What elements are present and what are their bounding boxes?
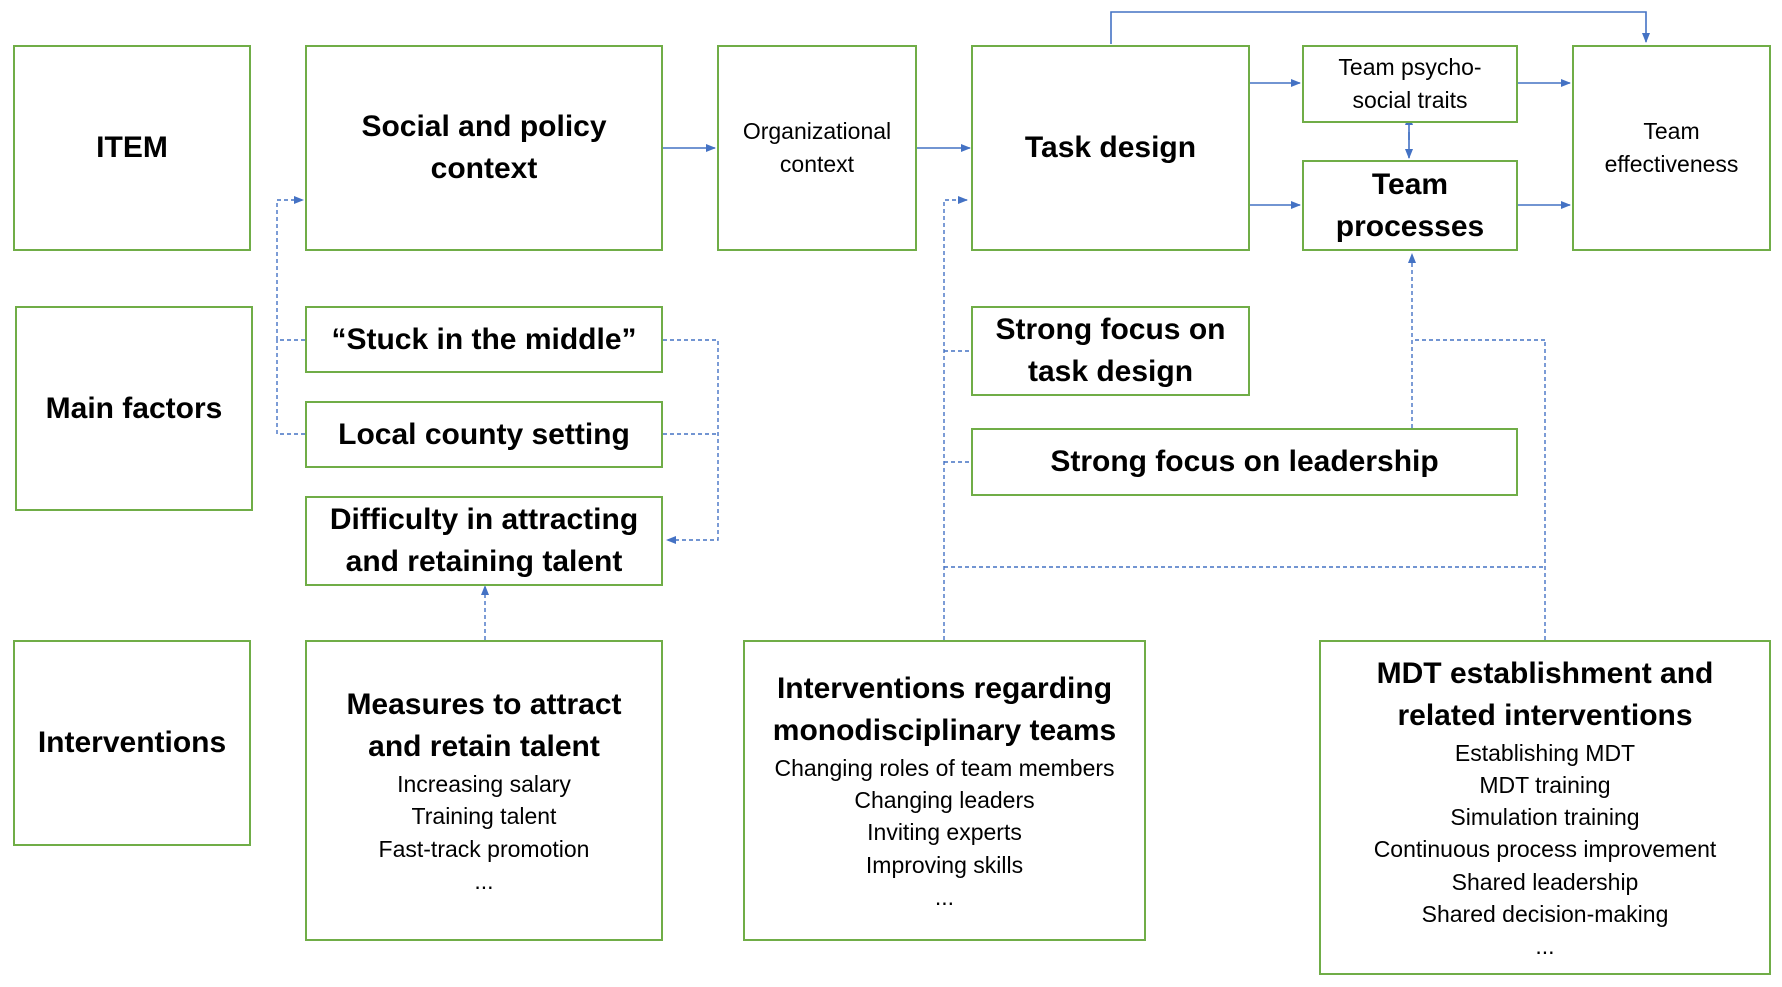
dashed-stuck-to-social [276,196,305,341]
list-item: Establishing MDT [1454,739,1636,766]
strong-focus-task-design-box: Strong focus on task design [971,306,1250,396]
row-label-main-factors: Main factors [15,306,253,511]
row-label-item: ITEM [13,45,251,251]
list-item: Training talent [411,803,557,830]
organizational-context-box: Organizational context [717,45,917,251]
list-item: ... [1535,932,1555,959]
list-item: Shared decision-making [1421,900,1669,927]
task-design-box: Task design [971,45,1250,251]
dashed-trunk-to-task [943,196,968,640]
strong-focus-leadership-box: Strong focus on leadership [971,428,1518,496]
monodisciplinary-title: Interventions regarding monodisciplinary… [772,672,1117,748]
list-item: Fast-track promotion [378,835,590,862]
talent-measures-box: Measures to attract and retain talent In… [305,640,663,941]
dashed-local-to-social [276,340,305,435]
list-item: Changing leaders [854,787,1035,814]
list-item: ... [934,883,955,910]
team-processes-box: Team processes [1302,160,1518,251]
list-item: ... [474,867,494,894]
dashed-stuck-to-difficulty [663,339,719,544]
list-item: Simulation training [1450,804,1640,831]
monodisciplinary-interventions-box: Interventions regarding monodisciplinary… [743,640,1146,941]
arrow-task-to-effectiveness-top [1110,11,1650,44]
list-item: Continuous process improvement [1373,836,1717,863]
difficulty-attracting-talent-box: Difficulty in attracting and retaining t… [305,496,663,586]
list-item: MDT training [1479,772,1611,799]
team-effectiveness-box: Team effectiveness [1572,45,1771,251]
talent-measures-title: Measures to attract and retain talent [346,688,622,764]
stuck-in-middle-box: “Stuck in the middle” [305,306,663,373]
row-label-interventions: Interventions [13,640,251,846]
mdt-title: MDT establishment and related interventi… [1376,656,1714,732]
list-item: Increasing salary [397,771,571,798]
list-item: Inviting experts [867,819,1022,846]
list-item: Improving skills [865,851,1024,878]
local-county-setting-box: Local county setting [305,401,663,468]
mdt-establishment-box: MDT establishment and related interventi… [1319,640,1771,975]
list-item: Changing roles of team members [774,755,1115,782]
list-item: Shared leadership [1451,868,1639,895]
team-psychosocial-traits-box: Team psycho-social traits [1302,45,1518,123]
social-policy-context-box: Social and policy context [305,45,663,251]
